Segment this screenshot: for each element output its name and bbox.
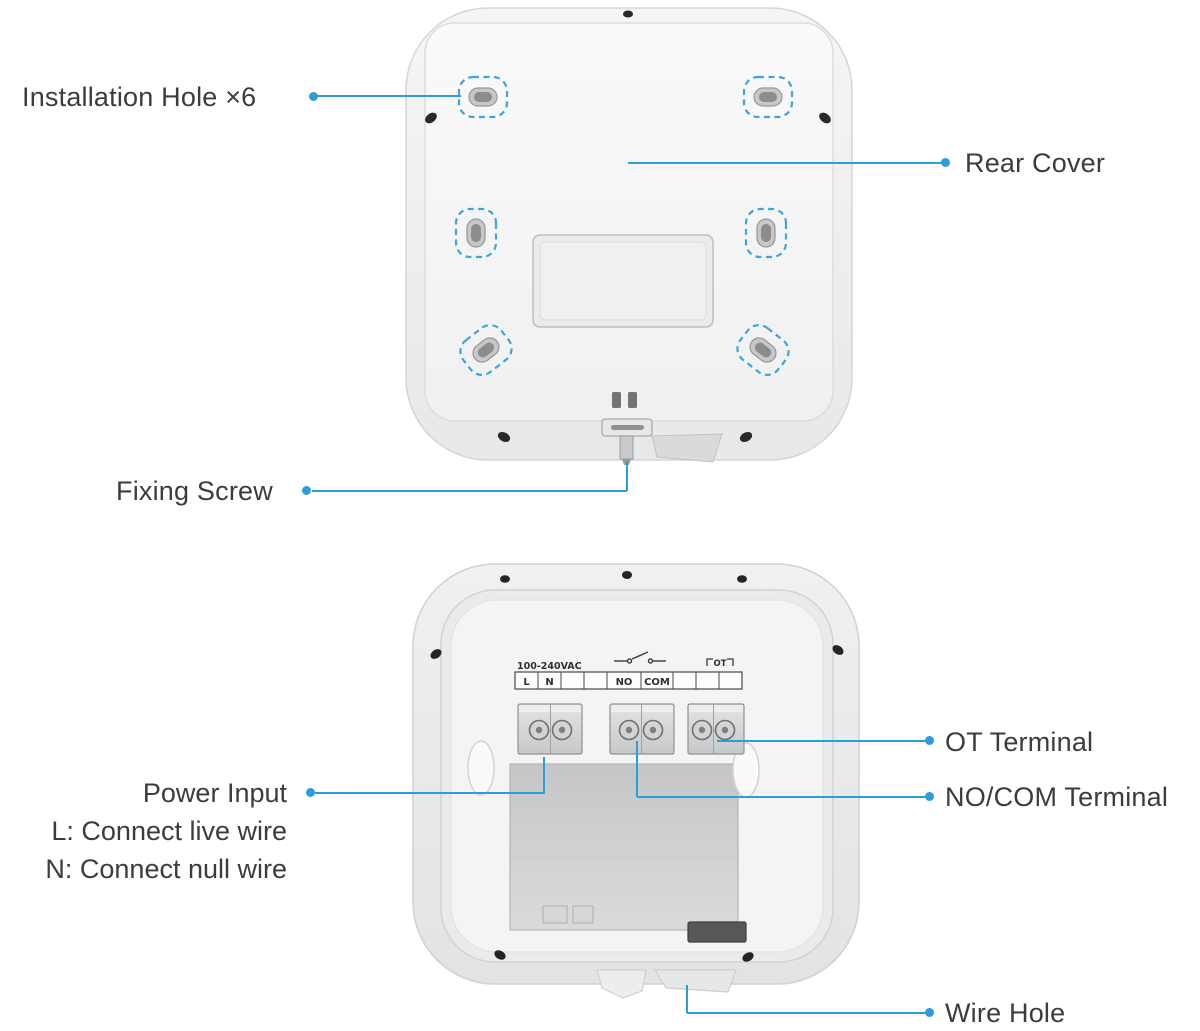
installation-hole-2 <box>742 75 794 119</box>
wire-hole-callout-line <box>687 1012 928 1014</box>
rear-cover-callout-dot <box>941 158 950 167</box>
power-input-callout-line-v <box>543 757 545 793</box>
power-input-callout-line <box>315 792 545 794</box>
rear-cover-recess <box>532 234 714 328</box>
fixing-screw-callout-line <box>312 490 627 492</box>
terminal-label-strip: L N NO COM <box>514 671 743 690</box>
no-com-callout-line-v <box>636 741 638 797</box>
installation-hole-1 <box>457 75 509 119</box>
wire-hole-label: Wire Hole <box>945 998 1066 1028</box>
cell-label-l: L <box>523 677 530 688</box>
rear-cover-view <box>405 7 853 465</box>
base-recess <box>509 763 739 931</box>
wire-hole-callout-line-v <box>686 985 688 1013</box>
no-com-terminal-label: NO/COM Terminal <box>945 782 1169 812</box>
no-com-callout-line <box>637 796 928 798</box>
fixing-screw-label: Fixing Screw <box>116 476 273 506</box>
power-input-live-label: L: Connect live wire <box>51 816 287 846</box>
ot-mark: OT <box>706 658 734 669</box>
edge-screw-dots <box>430 571 844 962</box>
cell-label-n: N <box>545 677 553 688</box>
installation-hole-callout-dot <box>309 92 318 101</box>
ot-terminal-block <box>687 703 745 755</box>
installation-hole-6 <box>736 324 790 376</box>
ot-terminal-callout-line <box>717 740 928 742</box>
installation-hole-callout-line <box>317 95 461 97</box>
ot-terminal-label: OT Terminal <box>945 727 1094 757</box>
power-input-null-label: N: Connect null wire <box>45 854 287 884</box>
fixing-screw-assembly <box>601 392 723 465</box>
fixing-screw-callout-line-v <box>626 461 628 491</box>
installation-hole-label: Installation Hole ×6 <box>22 82 257 112</box>
no-com-callout-dot <box>925 792 934 801</box>
wire-exit-tab <box>653 969 737 993</box>
bottom-tab <box>596 969 647 999</box>
rear-cover-callout-line <box>628 162 943 164</box>
svg-text:OT: OT <box>713 659 726 669</box>
installation-hole-4 <box>744 207 788 259</box>
installation-hole-3 <box>454 207 498 259</box>
power-input-label: Power Input <box>142 778 287 808</box>
fixing-screw <box>619 435 634 460</box>
power-input-callout-dot <box>306 788 315 797</box>
switch-symbol <box>614 651 666 664</box>
power-terminal-block <box>517 703 583 755</box>
base-view: 100-240VAC OT L N NO COM <box>412 563 860 999</box>
rear-cover-label: Rear Cover <box>965 148 1106 178</box>
wire-hole-slot <box>687 921 747 943</box>
wire-hole-callout-dot <box>925 1008 934 1017</box>
installation-hole-5 <box>459 324 513 376</box>
cell-label-com: COM <box>644 677 670 688</box>
ot-terminal-callout-dot <box>925 736 934 745</box>
cell-label-no: NO <box>616 677 633 688</box>
power-input-label-group: Power Input L: Connect live wire N: Conn… <box>0 774 287 888</box>
fixing-screw-callout-dot <box>302 486 311 495</box>
no-com-terminal-block <box>609 703 675 755</box>
edge-screw-dots <box>425 10 831 443</box>
voltage-label: 100-240VAC <box>517 661 582 672</box>
side-slot-left <box>467 740 495 796</box>
